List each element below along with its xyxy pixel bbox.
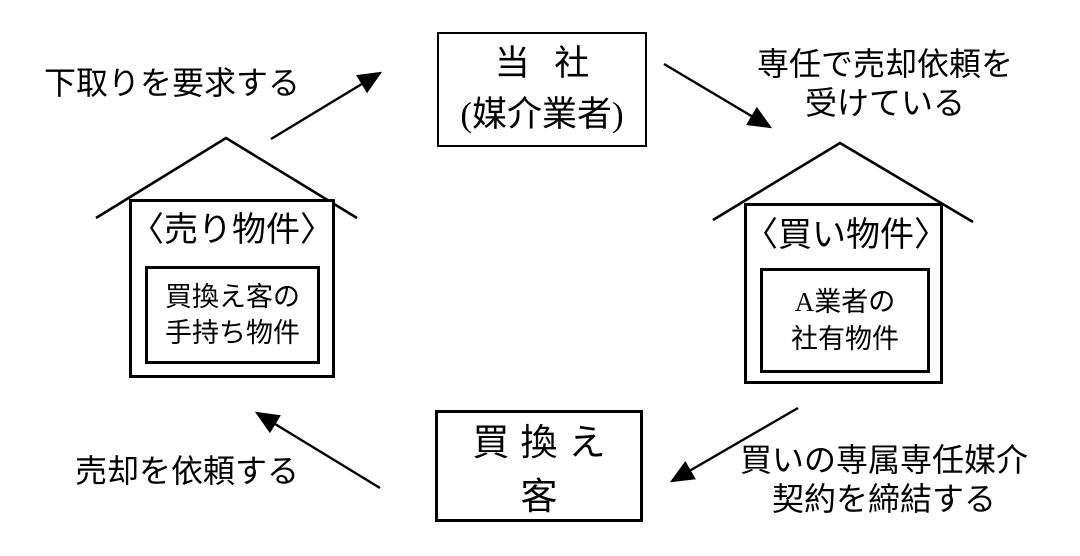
label-conclude-contract-line2: 契約を締結する	[771, 481, 996, 518]
label-exclusive-sale-request-line2: 受けている	[804, 85, 965, 122]
sell-house-inner-box: 買換え客の 手持ち物件	[145, 266, 320, 364]
sell-house-inner-line2: 手持ち物件	[165, 318, 300, 348]
label-request-sale: 売却を依頼する	[75, 453, 300, 489]
broker-box-name: 当社	[494, 43, 614, 83]
label-conclude-contract: 買いの専属専任媒介 契約を締結する	[726, 441, 1042, 519]
sell-house-roof	[95, 136, 358, 220]
buy-house-title: 〈買い物件〉	[744, 217, 948, 254]
label-exclusive-sale-request: 専任で売却依頼を 受けている	[728, 45, 1042, 123]
buy-house-inner-line1: A業者の	[794, 287, 896, 318]
broker-box: 当社 (媒介業者)	[437, 32, 647, 147]
sell-house-inner-line1: 買換え客の	[165, 281, 300, 312]
buy-house-inner-line2: 社有物件	[791, 323, 899, 354]
arrow-request-trade-in	[270, 71, 383, 141]
arrow-conclude-contract	[669, 406, 799, 483]
broker-box-role: (媒介業者)	[460, 94, 624, 134]
buy-house-roof	[712, 141, 974, 224]
arrow-request-sale	[254, 411, 381, 490]
label-conclude-contract-line1: 買いの専属専任媒介	[739, 442, 1028, 478]
arrow-exclusive-sale-request	[663, 62, 773, 129]
customer-box-label: 買換え客	[472, 423, 617, 518]
label-request-trade-in: 下取りを要求する	[44, 65, 301, 101]
customer-box: 買換え客	[435, 410, 643, 522]
sell-house-title: 〈売り物件〉	[130, 212, 334, 249]
buy-house-inner-box: A業者の 社有物件	[760, 268, 930, 373]
label-exclusive-sale-request-line1: 専任で売却依頼を	[756, 46, 1013, 82]
